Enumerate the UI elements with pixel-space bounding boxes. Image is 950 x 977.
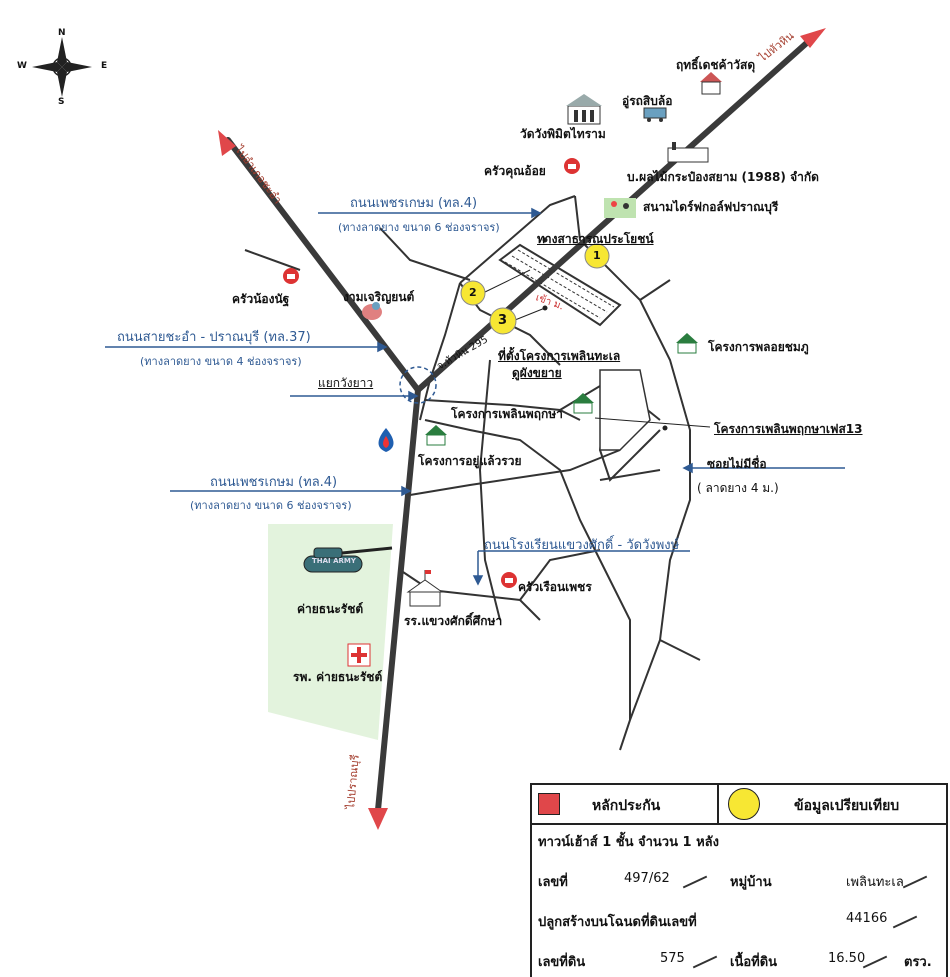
house-icon-ploy — [676, 333, 698, 354]
compass-north: N — [58, 28, 66, 38]
check-mark — [902, 875, 928, 889]
legend-row: หลักประกัน ข้อมูลเปรียบเทียบ — [532, 785, 946, 825]
property-info-box: หลักประกัน ข้อมูลเปรียบเทียบ ทาวน์เฮ้าส์… — [530, 783, 948, 977]
road-phetkasem-bottom: ถนนเพชรเกษม (ทล.4) — [210, 475, 338, 490]
golf-icon — [604, 198, 636, 218]
label-ploen-project: โครงการพลอยชมภู — [708, 340, 809, 354]
arrow-chaam — [218, 130, 236, 156]
info-village-label: หมู่บ้าน — [730, 875, 772, 890]
restaurant-icon-3 — [501, 572, 517, 588]
marker-3 — [489, 307, 517, 335]
gas-station-icon — [378, 428, 394, 452]
label-camp: ค่ายธนะรัชต์ — [297, 602, 364, 616]
road-phetkasem-top: ถนนเพชรเกษม (ทล.4) — [350, 196, 478, 211]
compass-west: W — [17, 61, 27, 71]
restaurant-icon-2 — [283, 268, 299, 284]
arrow-huahin — [800, 28, 826, 48]
label-yu-saeng: โครงการอยู่แล้วรวย — [418, 454, 522, 468]
soi-unnamed: ซอยไม่มีชื่อ — [707, 457, 767, 471]
marker-1-label: 1 — [593, 249, 601, 262]
label-yaek: แยกวังยาว — [318, 376, 374, 390]
label-ploen-pruksa: โครงการเพลินพฤกษา — [451, 407, 563, 421]
compass-south: S — [58, 97, 65, 107]
direction-arrows — [218, 28, 826, 830]
info-area: 16.50 — [828, 951, 866, 966]
soi-unnamed-sub: ( ลาดยาง 4 ม.) — [697, 481, 779, 495]
road-chaam-pranburi: ถนนสายชะอำ - ปราณบุรี (ทล.37) — [117, 330, 311, 345]
marker-2 — [460, 280, 486, 306]
junction-circle — [399, 366, 437, 404]
label-krua-nong: ครัวน้องนัฐ — [232, 292, 290, 306]
info-area-label: เนื้อที่ดิน — [730, 955, 778, 970]
label-project-site: ที่ตั้งโครงการเพลินทะเล — [498, 349, 621, 363]
label-residence: ฤทธิ์เดชค้าวัสดุ — [676, 58, 756, 72]
building-icon — [566, 94, 602, 125]
school-icon — [406, 570, 444, 607]
truck-icon — [643, 107, 667, 122]
marker-1 — [584, 243, 610, 269]
label-golf: สนามไดร์ฟกอล์ฟปราณบุรี — [643, 200, 779, 214]
check-mark — [692, 955, 718, 969]
compass-rose — [32, 37, 92, 97]
info-house-no: 497/62 — [624, 871, 670, 886]
info-village: เพลินทะเล — [846, 875, 904, 890]
label-tank: THAI ARMY — [312, 557, 356, 565]
house-icon-residence — [700, 72, 722, 95]
label-garage: อู่รถสิบล้อ — [622, 94, 673, 108]
arrow-pranburi — [368, 808, 388, 830]
label-school: รร.แขวงศักดิ์ศึกษา — [404, 614, 503, 628]
road-school: ถนนโรงเรียนแขวงศักดิ์ - วัดวังพงษ์ — [484, 538, 680, 553]
factory-icon — [667, 142, 709, 163]
tank-icon — [303, 546, 393, 573]
comparable-markers — [460, 243, 610, 335]
compass-east: E — [101, 61, 108, 71]
check-mark — [862, 955, 888, 969]
hospital-icon — [347, 643, 371, 667]
check-mark — [682, 875, 708, 889]
project-blocks — [498, 243, 651, 451]
legend-divider — [717, 785, 719, 823]
legend-comparable-swatch — [728, 788, 760, 820]
info-deed-label: ปลูกสร้างบนโฉนดที่ดินเลขที่ — [538, 915, 697, 930]
label-fruit-company: บ.ผลไม้กระป๋องสยาม (1988) จำกัด — [627, 170, 819, 184]
house-icon-pruksa — [572, 393, 594, 414]
car-icon — [362, 302, 382, 320]
label-krua-khun: ครัวคุณอ้อย — [484, 164, 546, 178]
label-public-road: ทางสาธารณประโยชน์ — [537, 232, 654, 246]
info-deed-no: 44166 — [846, 911, 888, 926]
legend-collateral-swatch — [538, 793, 560, 815]
label-krua-ruen: ครัวเรือนเพชร — [518, 580, 592, 594]
road-phetkasem-bottom-sub: (ทางลาดยาง ขนาด 6 ช่องจราจร) — [190, 499, 352, 512]
label-ploen-pruksa-13: โครงการเพลินพฤกษาเฟส13 — [714, 422, 863, 436]
road-chaam-pranburi-sub: (ทางลาดยาง ขนาด 4 ช่องจราจร) — [140, 355, 302, 368]
label-temple: วัดวังพิมิตไทราม — [520, 127, 606, 141]
army-camp-area — [268, 524, 393, 740]
check-mark — [892, 915, 918, 929]
blue-guide-arrows — [105, 207, 845, 586]
info-area-unit: ตรว. — [904, 955, 932, 970]
house-icon-yu — [425, 425, 447, 446]
label-hospital: รพ. ค่ายธนะรัชต์ — [293, 670, 383, 684]
info-land-no: 575 — [660, 951, 685, 966]
legend-comparable-label: ข้อมูลเปรียบเทียบ — [794, 798, 900, 814]
legend-collateral-label: หลักประกัน — [592, 798, 661, 814]
info-house-no-label: เลขที่ — [538, 875, 568, 890]
label-ngam-charoen: งามเจริญยนต์ — [343, 290, 415, 304]
leader-lines — [484, 269, 711, 428]
label-project-expand: ดูผังขยาย — [512, 366, 562, 380]
info-title: ทาวน์เฮ้าส์ 1 ชั้น จำนวน 1 หลัง — [538, 835, 719, 850]
marker-2-label: 2 — [469, 286, 477, 299]
restaurant-icon-1 — [564, 158, 580, 174]
marker-3-label: 3 — [498, 313, 508, 328]
road-phetkasem-top-sub: (ทางลาดยาง ขนาด 6 ช่องจราจร) — [338, 221, 500, 234]
info-land-no-label: เลขที่ดิน — [538, 955, 586, 970]
